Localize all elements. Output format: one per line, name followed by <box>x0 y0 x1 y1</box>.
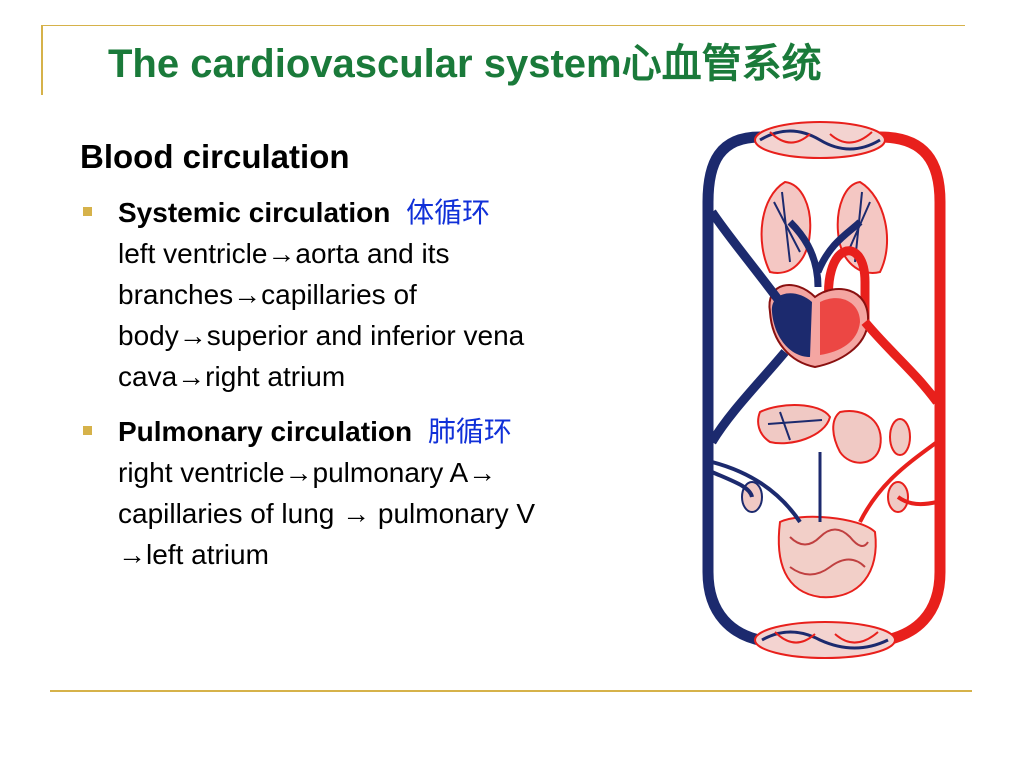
frame-left-rule <box>41 25 43 95</box>
bullet-body: right ventricle→pulmonary A→ capillaries… <box>118 452 640 575</box>
spleen <box>889 418 911 456</box>
bullet-line: left ventricle→aorta and its <box>118 238 450 269</box>
bullet-chinese-label: 肺循环 <box>427 416 512 447</box>
bullet-line: right ventricle→pulmonary A→ <box>118 457 497 488</box>
circulatory-system-illustration <box>690 112 955 672</box>
bullet-chinese-label: 体循环 <box>406 197 491 228</box>
stomach <box>832 410 882 464</box>
frame-bottom-rule <box>50 690 972 692</box>
right-heart-chambers <box>771 293 812 357</box>
bullet-body: left ventricle→aorta and its branches→ca… <box>118 233 640 397</box>
bullet-list: Systemic circulation 体循环 left ventricle→… <box>80 192 640 589</box>
bullet-square-icon <box>83 207 92 216</box>
bullet-heading: Pulmonary circulation 肺循环 <box>118 411 640 452</box>
vein-outer-loop <box>702 131 771 648</box>
frame-top-rule <box>41 25 965 26</box>
artery-outer-loop <box>874 131 946 648</box>
bullet-square-icon <box>83 426 92 435</box>
descending-aorta <box>861 319 941 405</box>
bullet-line: capillaries of lung → pulmonary V <box>118 498 536 529</box>
section-heading: Blood circulation <box>80 138 350 175</box>
superior-vena-cava <box>708 209 784 305</box>
slide-title: The cardiovascular system心血管系统 <box>108 42 822 86</box>
intestines <box>777 515 877 599</box>
inferior-vena-cava <box>708 349 789 445</box>
pulmonary-artery <box>787 219 863 288</box>
liver <box>757 404 832 445</box>
bullet-line: cava→right atrium <box>118 361 346 392</box>
bullet-line: body→superior and inferior vena <box>118 320 525 351</box>
bullet-line: branches→capillaries of <box>118 279 417 310</box>
lower-body-capillary-bed <box>754 621 896 659</box>
bullet-line: →left atrium <box>118 539 269 570</box>
bullet-title: Systemic circulation <box>118 197 391 228</box>
bullet-systemic: Systemic circulation 体循环 left ventricle→… <box>80 192 640 397</box>
aortic-arch <box>824 246 870 322</box>
bullet-pulmonary: Pulmonary circulation 肺循环 right ventricl… <box>80 411 640 575</box>
bullet-title: Pulmonary circulation <box>118 416 413 447</box>
bullet-heading: Systemic circulation 体循环 <box>118 192 640 233</box>
